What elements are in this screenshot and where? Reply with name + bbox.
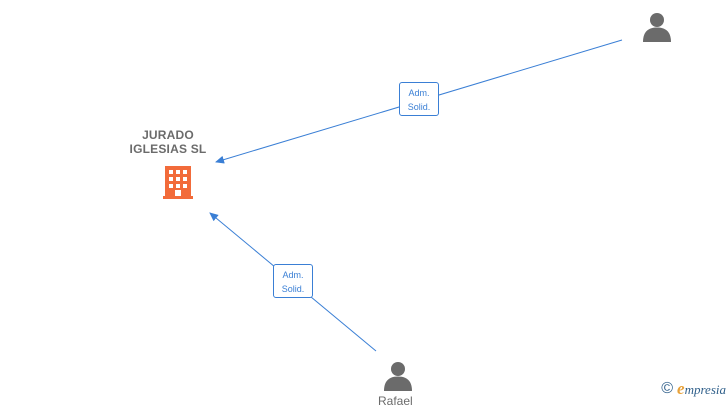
company-name-line2: IGLESIAS SL — [129, 142, 207, 156]
person-label: Rafael — [378, 394, 413, 408]
brand-wordmark: empresia — [677, 379, 726, 398]
company-name-line1: JURADO — [142, 128, 194, 142]
edge-label-line2: Solid. — [281, 284, 305, 294]
company-name[interactable]: JURADO IGLESIAS SL — [118, 128, 218, 156]
brand-logo: © empresia — [661, 379, 726, 399]
copyright-icon: © — [661, 380, 674, 397]
edge-label: Adm. Solid. — [273, 264, 313, 298]
person-icon[interactable] — [643, 13, 671, 42]
edge-label-line2: Solid. — [407, 102, 431, 112]
building-icon[interactable] — [163, 166, 193, 199]
person-icon[interactable] — [384, 362, 412, 391]
edge-label: Adm. Solid. — [399, 82, 439, 116]
edge-label-line1: Adm. — [282, 270, 304, 280]
edge-label-line1: Adm. — [408, 88, 430, 98]
